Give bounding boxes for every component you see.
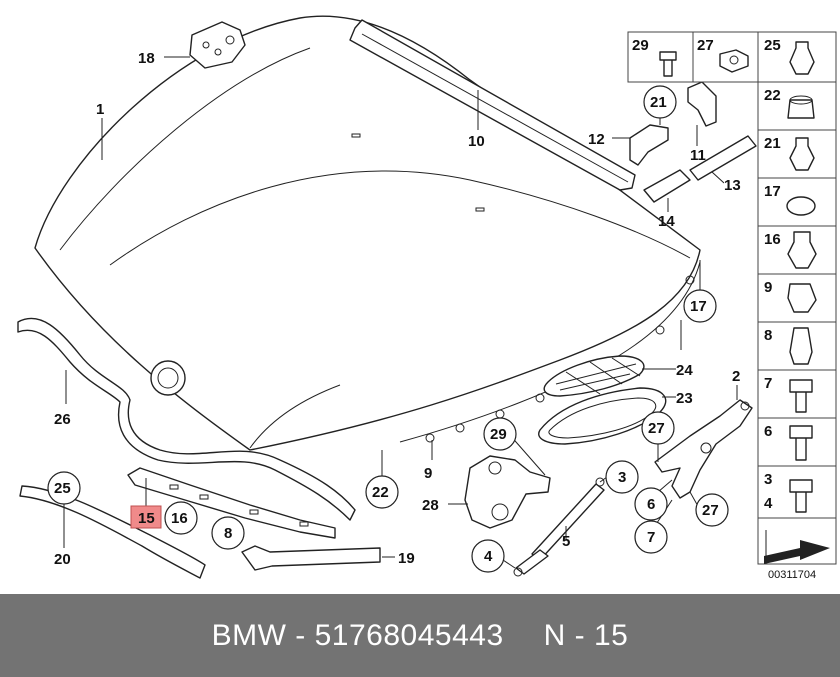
callout-19: 19: [398, 550, 415, 567]
parts-diagram: 1 18 10 26 12 11 13 14 24 23 2 9 28 5 19…: [17, 15, 837, 581]
callout-9: 9: [424, 465, 432, 482]
circled-callout-22: 22: [365, 475, 399, 509]
strip-20[interactable]: [19, 485, 206, 579]
panel-label-29: 29: [632, 37, 649, 54]
circled-callout-7: 7: [634, 520, 668, 554]
circled-callout-27b: 27: [695, 493, 729, 527]
direction-arrow-icon: [764, 530, 830, 564]
panel-label-8: 8: [764, 327, 772, 344]
part-info-bar: BMW - 51768045443 N - 15: [0, 594, 840, 677]
fastener-panel: 29 27 25 22 21 17 16 9 8 7 6 3 4: [627, 31, 837, 565]
circled-callout-4: 4: [471, 539, 505, 573]
circled-callout-17: 17: [683, 289, 717, 323]
callout-5: 5: [562, 533, 570, 550]
panel-label-21: 21: [764, 135, 781, 152]
svg-text:16: 16: [171, 510, 188, 527]
panel-label-7: 7: [764, 375, 772, 392]
clip-12[interactable]: [629, 124, 669, 166]
clip-11[interactable]: [687, 81, 717, 127]
hinge-2[interactable]: [654, 399, 753, 499]
position-label: N - 15: [543, 618, 629, 652]
grille-24[interactable]: [543, 355, 645, 397]
panel-label-27: 27: [697, 37, 714, 54]
strip-14[interactable]: [643, 169, 691, 203]
strip-19[interactable]: [241, 545, 381, 571]
svg-text:6: 6: [647, 496, 655, 513]
circled-callout-6: 6: [634, 487, 668, 521]
callout-10: 10: [468, 133, 485, 150]
panel-label-16: 16: [764, 231, 781, 248]
strip-13[interactable]: [689, 135, 757, 181]
callout-24: 24: [676, 362, 693, 379]
panel-label-17: 17: [764, 183, 781, 200]
panel-label-22: 22: [764, 87, 781, 104]
callout-23: 23: [676, 390, 693, 407]
svg-text:3: 3: [618, 469, 626, 486]
svg-text:4: 4: [484, 548, 493, 565]
svg-text:27: 27: [702, 502, 719, 519]
svg-text:22: 22: [372, 484, 389, 501]
callout-11: 11: [690, 147, 706, 164]
callout-13: 13: [724, 177, 741, 194]
hinge-28[interactable]: [464, 455, 551, 529]
svg-text:25: 25: [54, 480, 71, 497]
panel-label-3: 3: [764, 471, 772, 488]
circled-callout-25: 25: [47, 471, 81, 505]
circled-callout-8: 8: [211, 516, 245, 550]
callout-15: 15: [138, 510, 155, 527]
callout-26: 26: [54, 411, 71, 428]
callout-15-highlight[interactable]: 15: [130, 505, 162, 529]
callout-28: 28: [422, 497, 439, 514]
panel-label-9: 9: [764, 279, 772, 296]
callout-18: 18: [138, 50, 155, 67]
panel-label-6: 6: [764, 423, 772, 440]
svg-text:29: 29: [490, 426, 507, 443]
diagram-id: 00311704: [768, 569, 816, 581]
circled-callout-3: 3: [605, 460, 639, 494]
svg-text:21: 21: [650, 94, 667, 111]
circled-callout-21: 21: [643, 85, 677, 119]
panel-label-25: 25: [764, 37, 781, 54]
callout-1: 1: [96, 101, 104, 118]
panel-label-4: 4: [764, 495, 773, 512]
svg-text:8: 8: [224, 525, 232, 542]
bracket-15[interactable]: [127, 467, 336, 539]
bracket-18[interactable]: [189, 21, 246, 69]
roundel-emblem: [150, 360, 186, 396]
hood-panel[interactable]: [34, 15, 701, 451]
seal-strip-10[interactable]: [349, 19, 636, 191]
gas-strut-5[interactable]: [513, 477, 605, 577]
callout-20: 20: [54, 551, 71, 568]
part-number-label: BMW - 51768045443: [211, 618, 504, 652]
circled-callout-27a: 27: [641, 411, 675, 445]
svg-text:17: 17: [690, 298, 707, 315]
callout-2: 2: [732, 368, 740, 385]
gasket-26[interactable]: [17, 317, 356, 521]
circled-callout-16: 16: [164, 501, 198, 535]
svg-text:7: 7: [647, 529, 655, 546]
callout-12: 12: [588, 131, 605, 148]
callout-14: 14: [658, 213, 675, 230]
circled-callout-29: 29: [483, 417, 517, 451]
svg-text:27: 27: [648, 420, 665, 437]
